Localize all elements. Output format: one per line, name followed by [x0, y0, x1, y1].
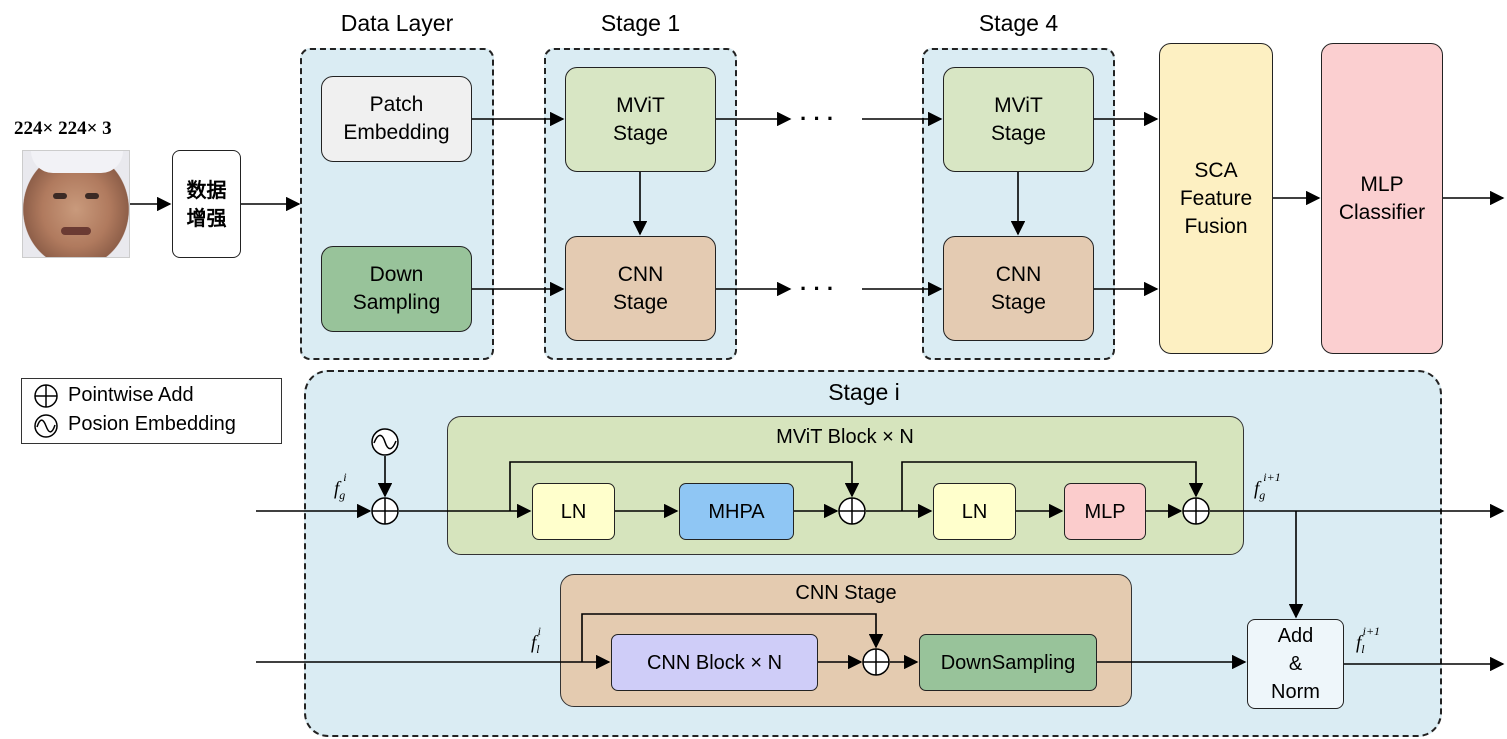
face-eye-left	[53, 193, 67, 199]
stage4-title: Stage 4	[978, 10, 1059, 36]
mhpa-box: MHPA	[679, 483, 794, 540]
face-eye-right	[85, 193, 99, 199]
plus-circle-icon-3	[1182, 497, 1210, 525]
plus-circle-icon-4	[862, 648, 890, 676]
add-norm-box: Add & Norm	[1247, 619, 1344, 709]
ellipsis-bottom: · · ·	[800, 276, 835, 301]
sine-circle-icon	[371, 428, 399, 456]
data-augmentation-box: 数据 增强	[172, 150, 241, 258]
label-fg-i1-f: f	[1254, 478, 1260, 500]
downsampling-box: DownSampling	[919, 634, 1097, 691]
patch-embedding-box: Patch Embedding	[321, 76, 472, 162]
label-fl-i1-sub: l	[1361, 642, 1365, 657]
down-sampling-box: Down Sampling	[321, 246, 472, 332]
label-fg-i1: fg i+1	[1254, 470, 1283, 503]
legend	[21, 378, 282, 444]
sca-feature-fusion-box: SCA Feature Fusion	[1159, 43, 1273, 354]
label-fl-i1-f: f	[1356, 632, 1362, 654]
stage4-mvit-box: MViT Stage	[943, 67, 1094, 172]
data-layer-title: Data Layer	[340, 10, 454, 36]
stage4-cnn-box: CNN Stage	[943, 236, 1094, 341]
mvit-block-title: MViT Block × N	[776, 426, 914, 448]
label-fg-i: fgi	[334, 470, 349, 503]
legend-plus-circle-icon	[34, 384, 58, 408]
label-fl-i1-sup: i+1	[1362, 624, 1381, 638]
label-fg-i1-sup: i+1	[1263, 470, 1281, 484]
ln1-box: LN	[532, 483, 615, 540]
plus-circle-icon-2	[838, 497, 866, 525]
label-fl-i-sup: i	[537, 624, 541, 638]
input-face-image	[22, 150, 130, 258]
ln2-box: LN	[933, 483, 1016, 540]
stage1-mvit-box: MViT Stage	[565, 67, 716, 172]
cnn-stage-title: CNN Stage	[795, 582, 897, 604]
cnn-block-box: CNN Block × N	[611, 634, 818, 691]
label-fl-i-f: f	[531, 632, 537, 654]
stage-i-title: Stage i	[828, 379, 900, 405]
mlp-box: MLP	[1064, 483, 1146, 540]
label-fl-i: fli	[531, 624, 543, 657]
plus-circle-icon-1	[371, 497, 399, 525]
stage1-title: Stage 1	[600, 10, 681, 36]
ellipsis-top: · · ·	[800, 106, 835, 131]
label-fg-i-f: f	[334, 478, 340, 500]
skip-2	[901, 461, 1204, 511]
label-fg-i1-sub: g	[1259, 488, 1266, 503]
skip-1	[509, 461, 860, 511]
label-fg-i-sup: i	[343, 470, 347, 484]
legend-add-label: Pointwise Add	[68, 384, 194, 406]
label-fl-i1: fl i+1	[1356, 624, 1382, 657]
legend-sine-circle-icon	[34, 414, 58, 438]
face-headband	[31, 151, 123, 173]
label-fg-i-sub: g	[339, 488, 346, 503]
mlp-classifier-box: MLP Classifier	[1321, 43, 1443, 354]
face-mouth	[61, 227, 91, 235]
legend-pos-label: Posion Embedding	[68, 413, 236, 435]
skip-3	[581, 613, 884, 662]
label-fl-i-sub: l	[536, 642, 540, 657]
input-dims: 224× 224× 3	[14, 118, 112, 139]
stage1-cnn-box: CNN Stage	[565, 236, 716, 341]
